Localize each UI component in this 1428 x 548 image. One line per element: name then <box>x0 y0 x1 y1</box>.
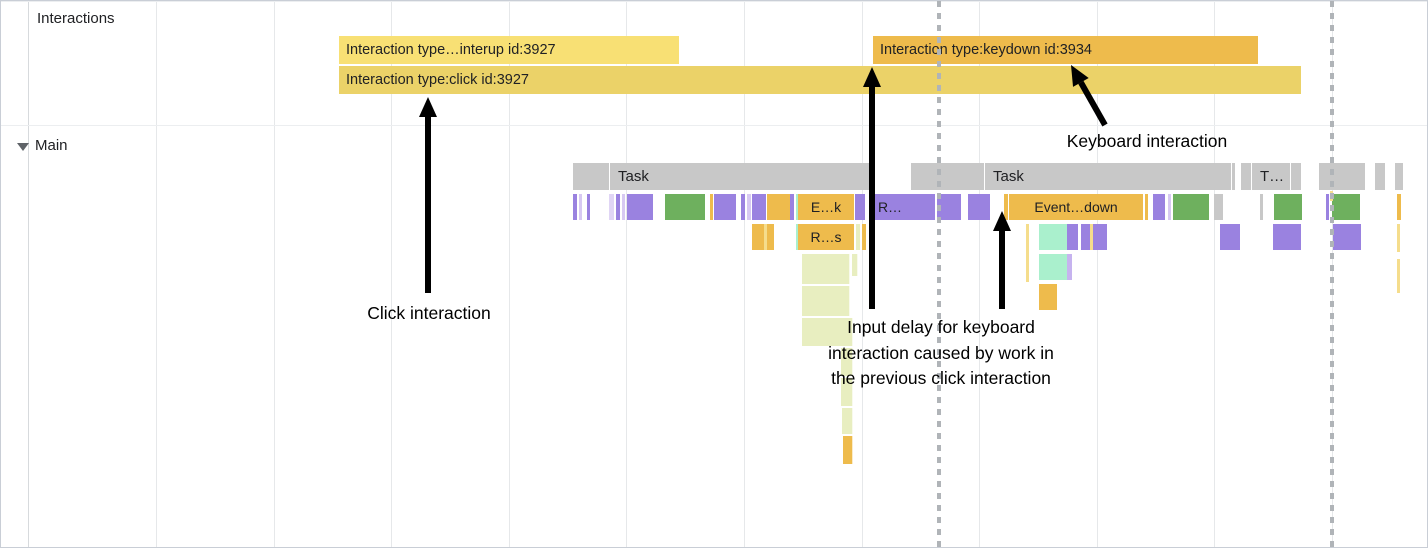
deep-stack-frame[interactable] <box>839 318 853 346</box>
flame-block[interactable] <box>587 194 590 220</box>
flame-block[interactable] <box>741 194 745 220</box>
flame-block[interactable] <box>1039 254 1067 280</box>
deep-stack-frame[interactable] <box>852 254 858 276</box>
task-run-background[interactable] <box>1395 163 1403 190</box>
flame-block[interactable] <box>1214 194 1219 220</box>
gridline-10 <box>1214 1 1215 547</box>
flame-block[interactable] <box>767 194 793 220</box>
event-block-run[interactable]: R… <box>869 194 911 220</box>
annotation-click-interaction-arrow <box>419 97 437 293</box>
flame-block[interactable] <box>1333 224 1361 250</box>
task-run-background[interactable] <box>1319 163 1365 190</box>
gridline-1 <box>156 1 157 547</box>
deep-stack-frame[interactable] <box>843 436 853 464</box>
flame-block[interactable] <box>609 194 614 220</box>
gridline-3 <box>391 1 392 547</box>
flame-block[interactable] <box>968 194 990 220</box>
annotation-keyboard-interaction: Keyboard interaction <box>1066 131 1228 151</box>
annotation-input-delay: Input delay for keyboard interaction cau… <box>828 317 1054 389</box>
flame-block[interactable] <box>1173 194 1209 220</box>
track-label-main: Main <box>35 137 68 154</box>
flame-block[interactable] <box>1145 194 1148 220</box>
gridline-2 <box>274 1 275 547</box>
flame-block[interactable] <box>747 194 751 220</box>
flame-block[interactable] <box>1168 194 1171 220</box>
gridline-8 <box>979 1 980 547</box>
deep-stack-frame[interactable] <box>841 348 853 376</box>
deep-stack-frame[interactable] <box>842 408 853 434</box>
flame-block[interactable] <box>1153 194 1165 220</box>
flame-block[interactable] <box>710 194 713 220</box>
event-block-runtask[interactable]: R…s <box>798 224 854 250</box>
interaction-bar-click[interactable]: Interaction type:click id:3927 <box>339 66 1301 94</box>
flame-block[interactable] <box>1039 224 1067 250</box>
track-label-interactions: Interactions <box>37 10 115 27</box>
flame-block[interactable] <box>616 194 620 220</box>
flame-block[interactable] <box>1220 224 1240 250</box>
flame-block[interactable] <box>1081 224 1107 250</box>
flame-block[interactable] <box>1039 284 1057 310</box>
flame-block-thin[interactable] <box>764 224 767 250</box>
flame-block-thin[interactable] <box>1397 224 1400 252</box>
flame-block[interactable] <box>1273 224 1301 250</box>
task-run-background[interactable] <box>1375 163 1385 190</box>
gridline-6 <box>744 1 745 547</box>
flame-block-thin[interactable] <box>1397 259 1400 293</box>
flame-block[interactable] <box>1004 194 1008 220</box>
gridline-0 <box>28 1 29 547</box>
gridline-9 <box>1097 1 1098 547</box>
flame-block[interactable] <box>855 194 865 220</box>
gridline-4 <box>509 1 510 547</box>
flame-block-thin[interactable] <box>1026 224 1029 282</box>
interaction-bar-keydown[interactable]: Interaction type:keydown id:3934 <box>873 36 1258 64</box>
gridline-5 <box>626 1 627 547</box>
task-block-3[interactable]: T… <box>1251 163 1291 190</box>
deep-stack-frame[interactable] <box>841 378 853 406</box>
dashed-marker-1[interactable] <box>937 1 941 547</box>
flame-block-thin[interactable] <box>1090 224 1093 250</box>
task-block-2[interactable]: Task <box>984 163 1232 190</box>
flame-block[interactable] <box>1067 254 1072 280</box>
flame-block[interactable] <box>665 194 705 220</box>
row-separator-interactions <box>1 125 1427 126</box>
flame-block[interactable] <box>1326 194 1329 220</box>
flame-block[interactable] <box>856 224 860 250</box>
deep-stack-frame[interactable] <box>802 286 850 316</box>
flame-block[interactable] <box>579 194 582 220</box>
flame-block[interactable] <box>1332 194 1360 220</box>
interaction-bar-pointerup[interactable]: Interaction type…interup id:3927 <box>339 36 679 64</box>
deep-stack-frame[interactable] <box>802 254 850 284</box>
flame-block[interactable] <box>862 224 866 250</box>
event-block-keydown[interactable]: Event…down <box>1009 194 1143 220</box>
flame-block[interactable] <box>1260 194 1263 220</box>
flame-block[interactable] <box>622 194 625 220</box>
flame-block[interactable] <box>714 194 736 220</box>
dashed-marker-2[interactable] <box>1330 1 1334 547</box>
flame-block[interactable] <box>573 194 577 220</box>
flame-block[interactable] <box>752 194 766 220</box>
flame-block[interactable] <box>752 224 774 250</box>
annotation-click-interaction: Click interaction <box>367 303 491 323</box>
gridline-7 <box>862 1 863 547</box>
task-block-1[interactable]: Task <box>609 163 871 190</box>
flame-block[interactable] <box>1397 194 1401 220</box>
flame-block[interactable] <box>911 194 935 220</box>
row-separator-top <box>1 1 1427 2</box>
flame-block[interactable] <box>1274 194 1302 220</box>
event-block-pointerup[interactable]: E…k <box>798 194 854 220</box>
flame-block[interactable] <box>1219 194 1223 220</box>
triangle-down-icon[interactable] <box>17 143 29 151</box>
flame-block[interactable] <box>790 194 794 220</box>
flame-block[interactable] <box>627 194 653 220</box>
flame-block[interactable] <box>937 194 961 220</box>
